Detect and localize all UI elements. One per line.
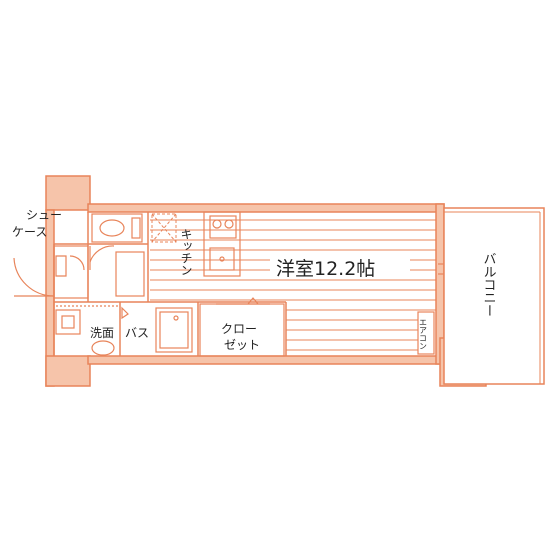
refrigerator-space	[151, 213, 177, 243]
shoe-case	[53, 245, 89, 299]
label-shoe-case-line2: ケース	[12, 225, 47, 239]
entrance-door	[13, 257, 55, 297]
label-closet-line1: クロー	[221, 322, 257, 336]
toilet-room-door	[89, 245, 145, 297]
balcony	[443, 207, 545, 385]
kitchen-counter	[203, 211, 241, 277]
western-room-floorboards	[150, 219, 436, 351]
bottom-wall	[87, 355, 445, 365]
washroom-basin	[55, 305, 118, 356]
toilet	[91, 213, 143, 243]
closet	[199, 297, 285, 357]
aircon-unit	[417, 311, 435, 355]
bottom-left-pillar	[45, 355, 91, 387]
label-closet-line2: ゼット	[224, 338, 260, 352]
label-aircon: エアコン	[419, 318, 428, 350]
room-window	[438, 263, 444, 275]
label-kitchen: キッチン	[179, 228, 193, 276]
label-western-room: 洋室12.2帖	[276, 258, 375, 280]
top-wall	[87, 203, 445, 213]
bathtub	[121, 306, 193, 353]
left-pillar	[45, 175, 91, 211]
label-shoe-case-line1: シュー	[26, 208, 62, 222]
label-washroom: 洗面	[90, 326, 114, 340]
label-bath: バス	[125, 326, 149, 340]
label-balcony: バルコニー	[481, 252, 497, 317]
